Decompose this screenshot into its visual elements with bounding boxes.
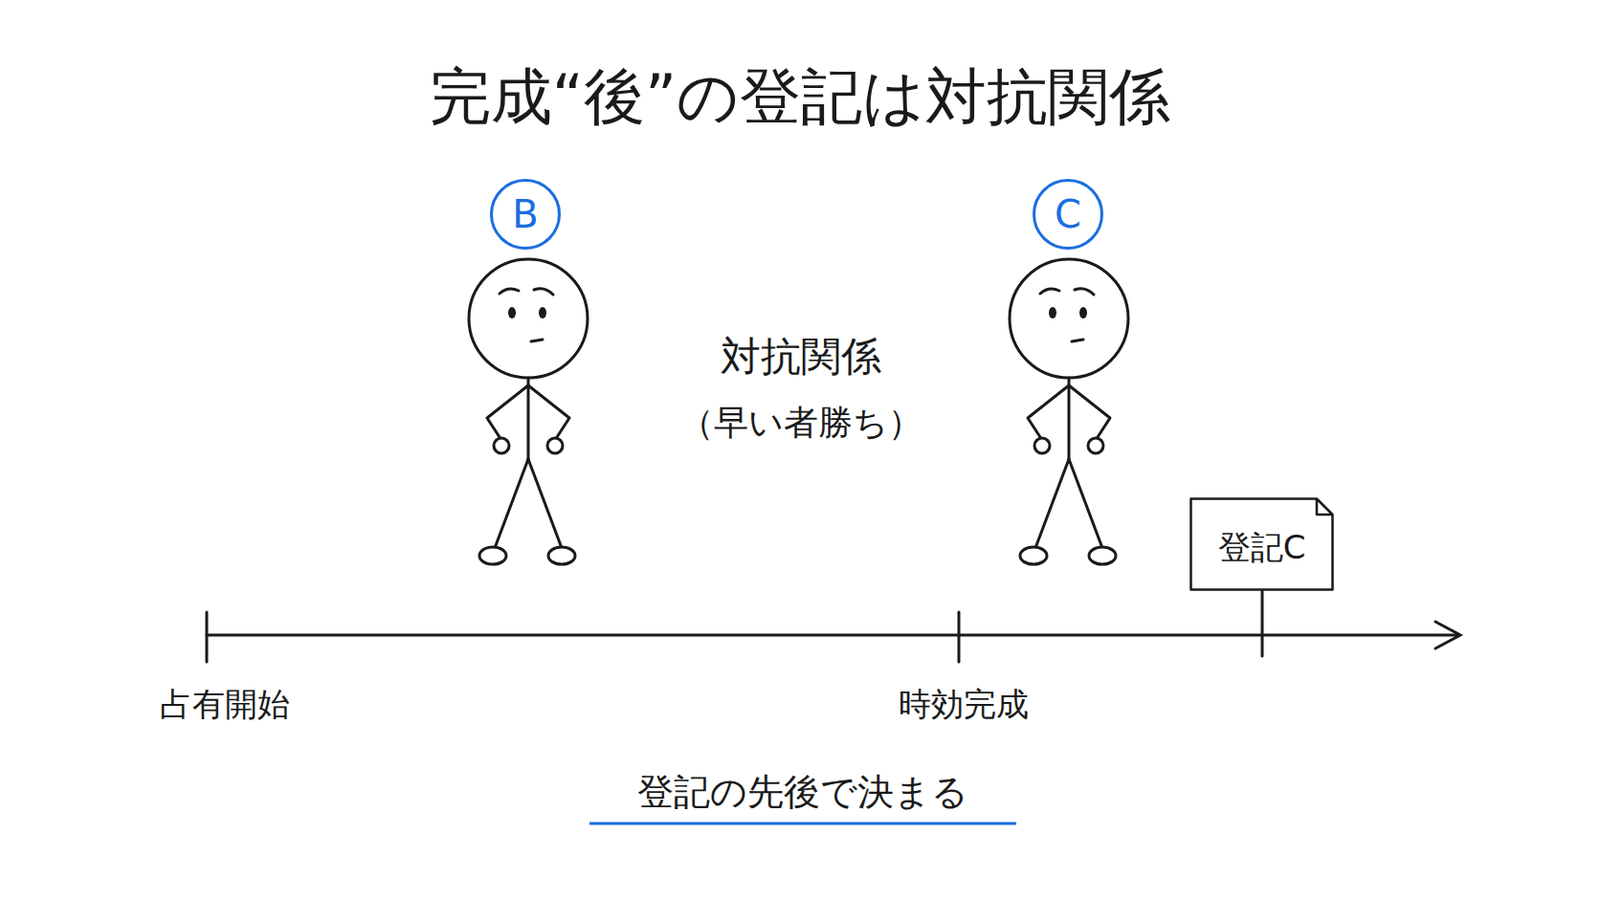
timeline (206, 591, 1461, 663)
relation-label: 対抗関係 (720, 333, 882, 381)
person-badge: C (1032, 178, 1104, 250)
timeline-label: 占有開始 (159, 685, 290, 725)
node-text: B (511, 191, 538, 238)
title: 完成“後”の登記は対抗関係 (429, 60, 1171, 134)
person-b-figure (468, 259, 588, 565)
underline (589, 822, 1017, 826)
node-text: C (1054, 191, 1082, 238)
relation-note: （早い者勝ち） (679, 401, 923, 444)
conclusion: 登記の先後で決まる (637, 771, 969, 816)
person-c-figure (1009, 259, 1129, 565)
timeline-label: 時効完成 (898, 685, 1029, 725)
person-badge: B (489, 178, 561, 250)
node-text: 登記C (1218, 528, 1307, 568)
registry-sign: 登記C (1189, 497, 1334, 592)
